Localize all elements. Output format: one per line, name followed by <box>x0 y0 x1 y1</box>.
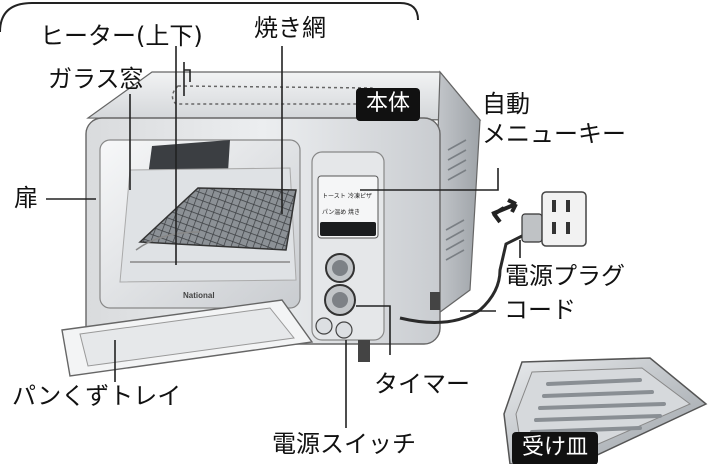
power-switch-button <box>335 321 353 339</box>
drip-tray-ridges <box>530 378 666 434</box>
main-body-label: 本体 <box>356 88 421 121</box>
power-cord <box>399 230 531 324</box>
grill-net-mesh <box>138 187 297 251</box>
power-plug-label: 電源プラグ <box>505 262 625 290</box>
oven-top <box>86 71 482 121</box>
panel-button-4: 焼き <box>348 208 360 216</box>
wall-outlet <box>541 191 587 247</box>
auto-menu-key-label-2: メニューキー <box>482 120 626 148</box>
power-switch-label: 電源スイッチ <box>272 430 416 458</box>
leader-lines <box>46 46 521 428</box>
auto-menu-key-label-1: 自動 <box>482 90 530 118</box>
panel-button-2: 冷凍ピザ <box>348 192 372 200</box>
door-handle <box>148 140 230 176</box>
leg-back-right <box>430 292 440 310</box>
frame-outline <box>0 1 419 33</box>
timer-label: タイマー <box>374 370 470 398</box>
glass-window-label: ガラス窓 <box>48 65 144 93</box>
grill-net-label: 焼き網 <box>254 14 326 42</box>
plug-arrow <box>491 198 518 224</box>
panel-button-1: トースト <box>322 193 346 200</box>
power-plug <box>521 213 543 243</box>
cord-label: コード <box>504 296 576 324</box>
side-vents <box>445 139 467 261</box>
brand-label: National <box>183 291 215 300</box>
panel-key-row <box>320 222 376 236</box>
door-label: 扉 <box>14 184 38 212</box>
crumb-tray-label: パンくずトレイ <box>12 382 182 410</box>
heater-label: ヒーター(上下) <box>40 22 203 50</box>
drip-tray-label: 受け皿 <box>512 432 599 464</box>
leg-front-right <box>358 340 370 362</box>
panel-button-3: パン温め <box>322 208 346 216</box>
start-button <box>315 317 333 335</box>
